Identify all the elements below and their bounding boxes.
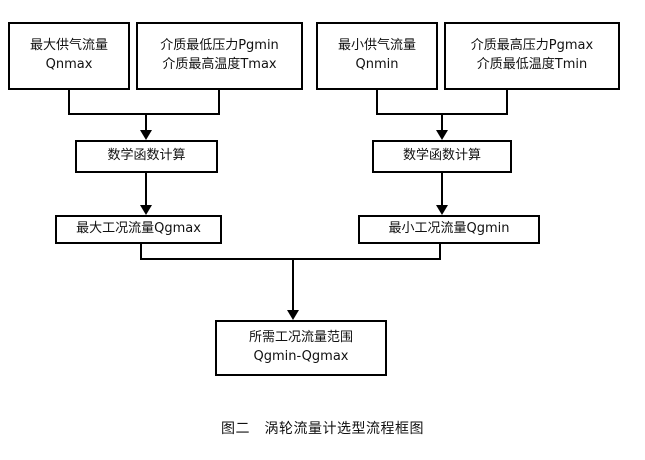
node-math-function-left: 数学函数计算 xyxy=(75,140,218,173)
arrowhead-to-calc-right xyxy=(436,130,448,140)
edge-bottom-merge-bar xyxy=(140,258,441,260)
node-line-1: 所需工况流量范围 xyxy=(248,330,353,346)
node-line-2: 介质最低温度Tmin xyxy=(476,57,588,72)
edge-left-merge-stem xyxy=(145,113,147,131)
node-required-flow-range: 所需工况流量范围 Qgmin-Qgmax xyxy=(215,320,387,376)
edge-calc-right-to-qgmin xyxy=(441,173,443,206)
edge-pgmin-drop xyxy=(218,90,220,115)
node-line-1: 最小工况流量Qgmin xyxy=(388,221,510,237)
node-line-1: 介质最高压力Pgmax xyxy=(470,38,594,54)
node-max-supply-flow: 最大供气流量 Qnmax xyxy=(8,22,130,90)
edge-qgmax-drop xyxy=(140,244,142,260)
arrowhead-to-qgmin xyxy=(436,205,448,215)
node-line-1: 数学函数计算 xyxy=(402,148,481,164)
node-min-pressure-max-temp: 介质最低压力Pgmin 介质最高温度Tmax xyxy=(136,22,303,90)
edge-calc-left-to-qgmax xyxy=(145,173,147,206)
node-math-function-right: 数学函数计算 xyxy=(372,140,512,173)
arrowhead-to-qgmax xyxy=(140,205,152,215)
node-min-supply-flow: 最小供气流量 Qnmin xyxy=(316,22,438,90)
edge-right-merge-stem xyxy=(441,113,443,131)
node-line-2: Qgmin-Qgmax xyxy=(253,349,349,364)
node-line-1: 最大工况流量Qgmax xyxy=(76,221,201,237)
edge-pgmax-drop xyxy=(506,90,508,115)
edge-qnmax-drop xyxy=(68,90,70,115)
node-line-2: Qnmax xyxy=(45,57,93,72)
edge-qgmin-drop xyxy=(439,244,441,260)
node-max-pressure-min-temp: 介质最高压力Pgmax 介质最低温度Tmin xyxy=(444,22,620,90)
edge-left-merge-bar xyxy=(68,113,220,115)
edge-qnmin-drop xyxy=(376,90,378,115)
arrowhead-to-calc-left xyxy=(140,130,152,140)
arrowhead-to-range xyxy=(287,310,299,320)
figure-caption: 图二 涡轮流量计选型流程框图 xyxy=(221,421,424,437)
node-line-1: 最大供气流量 xyxy=(29,38,108,54)
node-line-2: Qnmin xyxy=(355,57,399,72)
edge-bottom-merge-stem xyxy=(292,258,294,311)
node-line-1: 介质最低压力Pgmin xyxy=(160,38,279,54)
node-max-working-flow: 最大工况流量Qgmax xyxy=(55,215,222,244)
node-line-1: 最小供气流量 xyxy=(337,38,416,54)
node-line-1: 数学函数计算 xyxy=(107,148,186,164)
node-min-working-flow: 最小工况流量Qgmin xyxy=(358,215,540,244)
node-line-2: 介质最高温度Tmax xyxy=(162,57,277,72)
